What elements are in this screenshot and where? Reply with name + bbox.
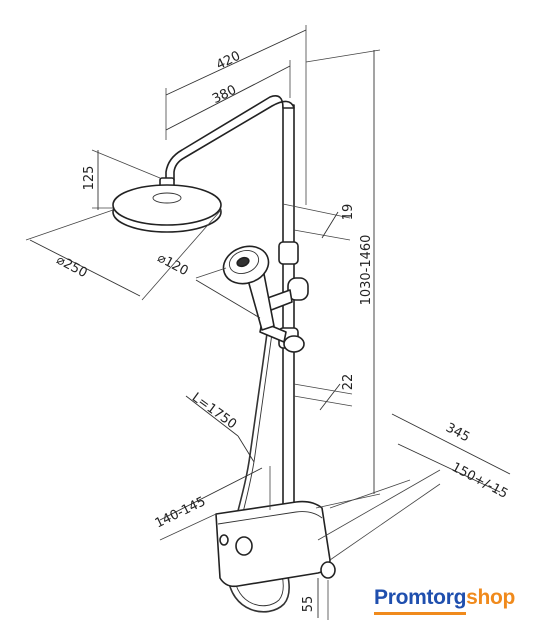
brand-logo: Promtorgshop (374, 586, 515, 610)
shower-arm (165, 95, 295, 181)
overhead-shower-head (112, 184, 222, 226)
dim-55: 55 (301, 596, 316, 613)
dim-345: 345 (443, 420, 472, 445)
dimension-lines (25, 25, 511, 620)
dim-diam-250: ⌀250 (54, 253, 90, 282)
hand-shower-nozzle (236, 256, 250, 268)
dim-19: 19 (341, 204, 356, 221)
dim-diam-120: ⌀120 (155, 251, 191, 280)
riser-pipe (282, 104, 295, 521)
dim-420: 420 (214, 49, 243, 73)
lower-bracket-knob (283, 335, 305, 353)
dim-380: 380 (210, 83, 239, 107)
shower-system (112, 95, 336, 613)
dim-150-15: 150+/-15 (449, 460, 510, 502)
mixer-button-left (219, 534, 229, 546)
brand-name-part2: shop (466, 586, 516, 609)
mixer-knob-right (320, 561, 336, 579)
dim-22: 22 (341, 374, 356, 391)
dim-1030-1460: 1030-1460 (359, 235, 374, 306)
dim-140-145: 140-145 (153, 494, 208, 531)
dim-hose-length: L=1750 (189, 390, 239, 432)
overhead-shower-top (152, 192, 182, 204)
brand-underline (374, 612, 466, 615)
slider-knob (287, 277, 309, 301)
slider-upper (278, 241, 299, 265)
brand-name-part1: Promtorg (374, 586, 467, 609)
mixer-body (215, 500, 331, 588)
mixer-knob-left (235, 536, 253, 556)
mixer-shelf (217, 511, 323, 525)
hand-shower-face (228, 250, 260, 274)
dim-125: 125 (82, 166, 97, 191)
